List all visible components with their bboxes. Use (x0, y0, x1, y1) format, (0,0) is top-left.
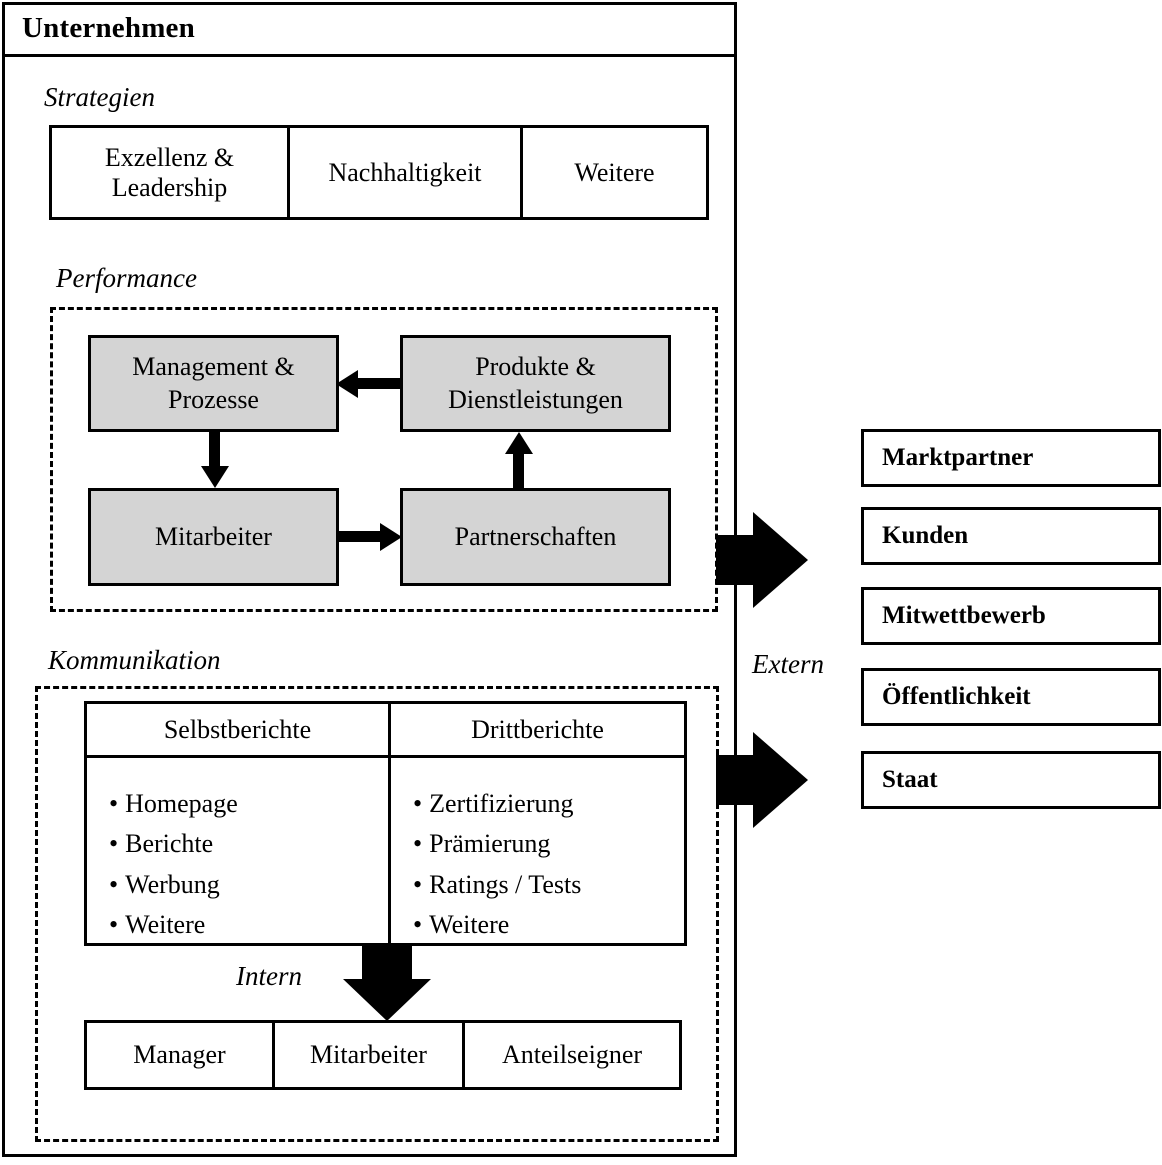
list-item[interactable]: •Ratings / Tests (413, 869, 582, 899)
node-management-prozesse[interactable]: Management & Prozesse (88, 335, 339, 432)
arrow-mitarbeiter-to-partnerschaften-shaft (339, 531, 380, 542)
kommunikation-caption: Kommunikation (48, 645, 221, 675)
stakeholder-mitwettbewerb-label: Mitwettbewerb (882, 602, 1046, 629)
stakeholder-mitwettbewerb[interactable]: Mitwettbewerb (861, 587, 1161, 645)
node-partnerschaften-label: Partnerschaften (454, 521, 617, 551)
arrow-partnerschaften-to-produkte-icon (504, 432, 533, 454)
strategien-caption: Strategien (44, 82, 155, 112)
node-mitarbeiter-label: Mitarbeiter (155, 521, 272, 551)
node-produkte-dienstleistungen[interactable]: Produkte & Dienstleistungen (400, 335, 671, 432)
stakeholder-kunden[interactable]: Kunden (861, 507, 1161, 565)
stakeholder-kunden-label: Kunden (882, 522, 969, 549)
selbstberichte-list: •Homepage •Berichte •Werbung •Weitere (87, 758, 388, 946)
list-item-label: Weitere (429, 909, 510, 939)
node-management-prozesse-label: Management & Prozesse (132, 352, 295, 414)
list-item[interactable]: •Prämierung (413, 829, 551, 859)
strategien-row: Exzellenz & Leadership Nachhaltigkeit We… (49, 125, 709, 220)
list-item-label: Weitere (125, 909, 206, 939)
extern-label: Extern (752, 649, 824, 679)
node-mitarbeiter[interactable]: Mitarbeiter (88, 488, 339, 586)
list-item[interactable]: •Berichte (109, 829, 214, 859)
stakeholder-staat-label: Staat (882, 766, 938, 793)
stakeholder-oeffentlichkeit-label: Öffentlichkeit (882, 683, 1031, 710)
performance-dashed-container (50, 307, 718, 612)
node-produkte-dienstleistungen-label: Produkte & Dienstleistungen (448, 352, 623, 414)
arrow-produkte-to-management-icon (336, 369, 358, 398)
strategie-cell-nachhaltigkeit[interactable]: Nachhaltigkeit (287, 128, 520, 217)
arrow-produkte-to-management-shaft (358, 378, 402, 389)
list-item[interactable]: •Weitere (109, 909, 206, 939)
arrow-partnerschaften-to-produkte-shaft (513, 454, 524, 488)
unternehmen-title-bar: Unternehmen (2, 2, 737, 57)
page-title: Unternehmen (22, 11, 195, 44)
berichte-table-header-row: Selbstberichte Drittberichte (87, 704, 684, 758)
berichte-header-selbstberichte: Selbstberichte (163, 714, 312, 744)
audience-cell-anteilseigner[interactable]: Anteilseigner (462, 1023, 679, 1087)
list-item-label: Berichte (125, 829, 214, 859)
audience-cell-mitarbeiter[interactable]: Mitarbeiter (272, 1023, 462, 1087)
arrow-mitarbeiter-to-partnerschaften-icon (380, 522, 402, 551)
list-item-label: Prämierung (429, 829, 551, 859)
arrow-management-to-mitarbeiter-shaft (209, 432, 220, 466)
list-item-label: Homepage (125, 789, 238, 818)
intern-label: Intern (236, 961, 302, 991)
arrow-extern-kommunikation-icon (753, 732, 808, 828)
list-item[interactable]: •Homepage (109, 789, 238, 818)
berichte-header-drittberichte: Drittberichte (388, 704, 684, 755)
list-item-label: Werbung (125, 869, 220, 899)
stakeholder-staat[interactable]: Staat (861, 751, 1161, 809)
list-item[interactable]: •Werbung (109, 869, 220, 899)
strategie-cell-exzellenz-leadership[interactable]: Exzellenz & Leadership (104, 142, 235, 202)
berichte-table: Selbstberichte Drittberichte •Homepage •… (84, 701, 687, 946)
arrow-extern-performance-shaft (716, 535, 756, 585)
stakeholder-marktpartner-label: Marktpartner (882, 444, 1034, 471)
list-item[interactable]: •Weitere (413, 909, 510, 939)
performance-caption: Performance (56, 263, 197, 293)
arrow-extern-kommunikation-shaft (716, 755, 756, 805)
berichte-table-body: •Homepage •Berichte •Werbung •Weitere •Z… (87, 758, 684, 946)
arrow-extern-performance-icon (753, 512, 808, 608)
arrow-intern-shaft (362, 946, 412, 979)
drittberichte-list: •Zertifizierung •Prämierung •Ratings / T… (388, 758, 684, 946)
kommunikation-dashed-container (35, 686, 719, 1142)
stakeholder-marktpartner[interactable]: Marktpartner (861, 429, 1161, 487)
node-partnerschaften[interactable]: Partnerschaften (400, 488, 671, 586)
audience-cell-manager[interactable]: Manager (133, 1040, 226, 1070)
stakeholder-oeffentlichkeit[interactable]: Öffentlichkeit (861, 668, 1161, 726)
intern-audience-row: Manager Mitarbeiter Anteilseigner (84, 1020, 682, 1090)
arrow-intern-icon (343, 979, 431, 1021)
list-item[interactable]: •Zertifizierung (413, 789, 574, 818)
strategie-cell-weitere[interactable]: Weitere (520, 128, 706, 217)
list-item-label: Zertifizierung (429, 789, 574, 818)
arrow-management-to-mitarbeiter-icon (200, 466, 229, 488)
list-item-label: Ratings / Tests (429, 869, 582, 899)
